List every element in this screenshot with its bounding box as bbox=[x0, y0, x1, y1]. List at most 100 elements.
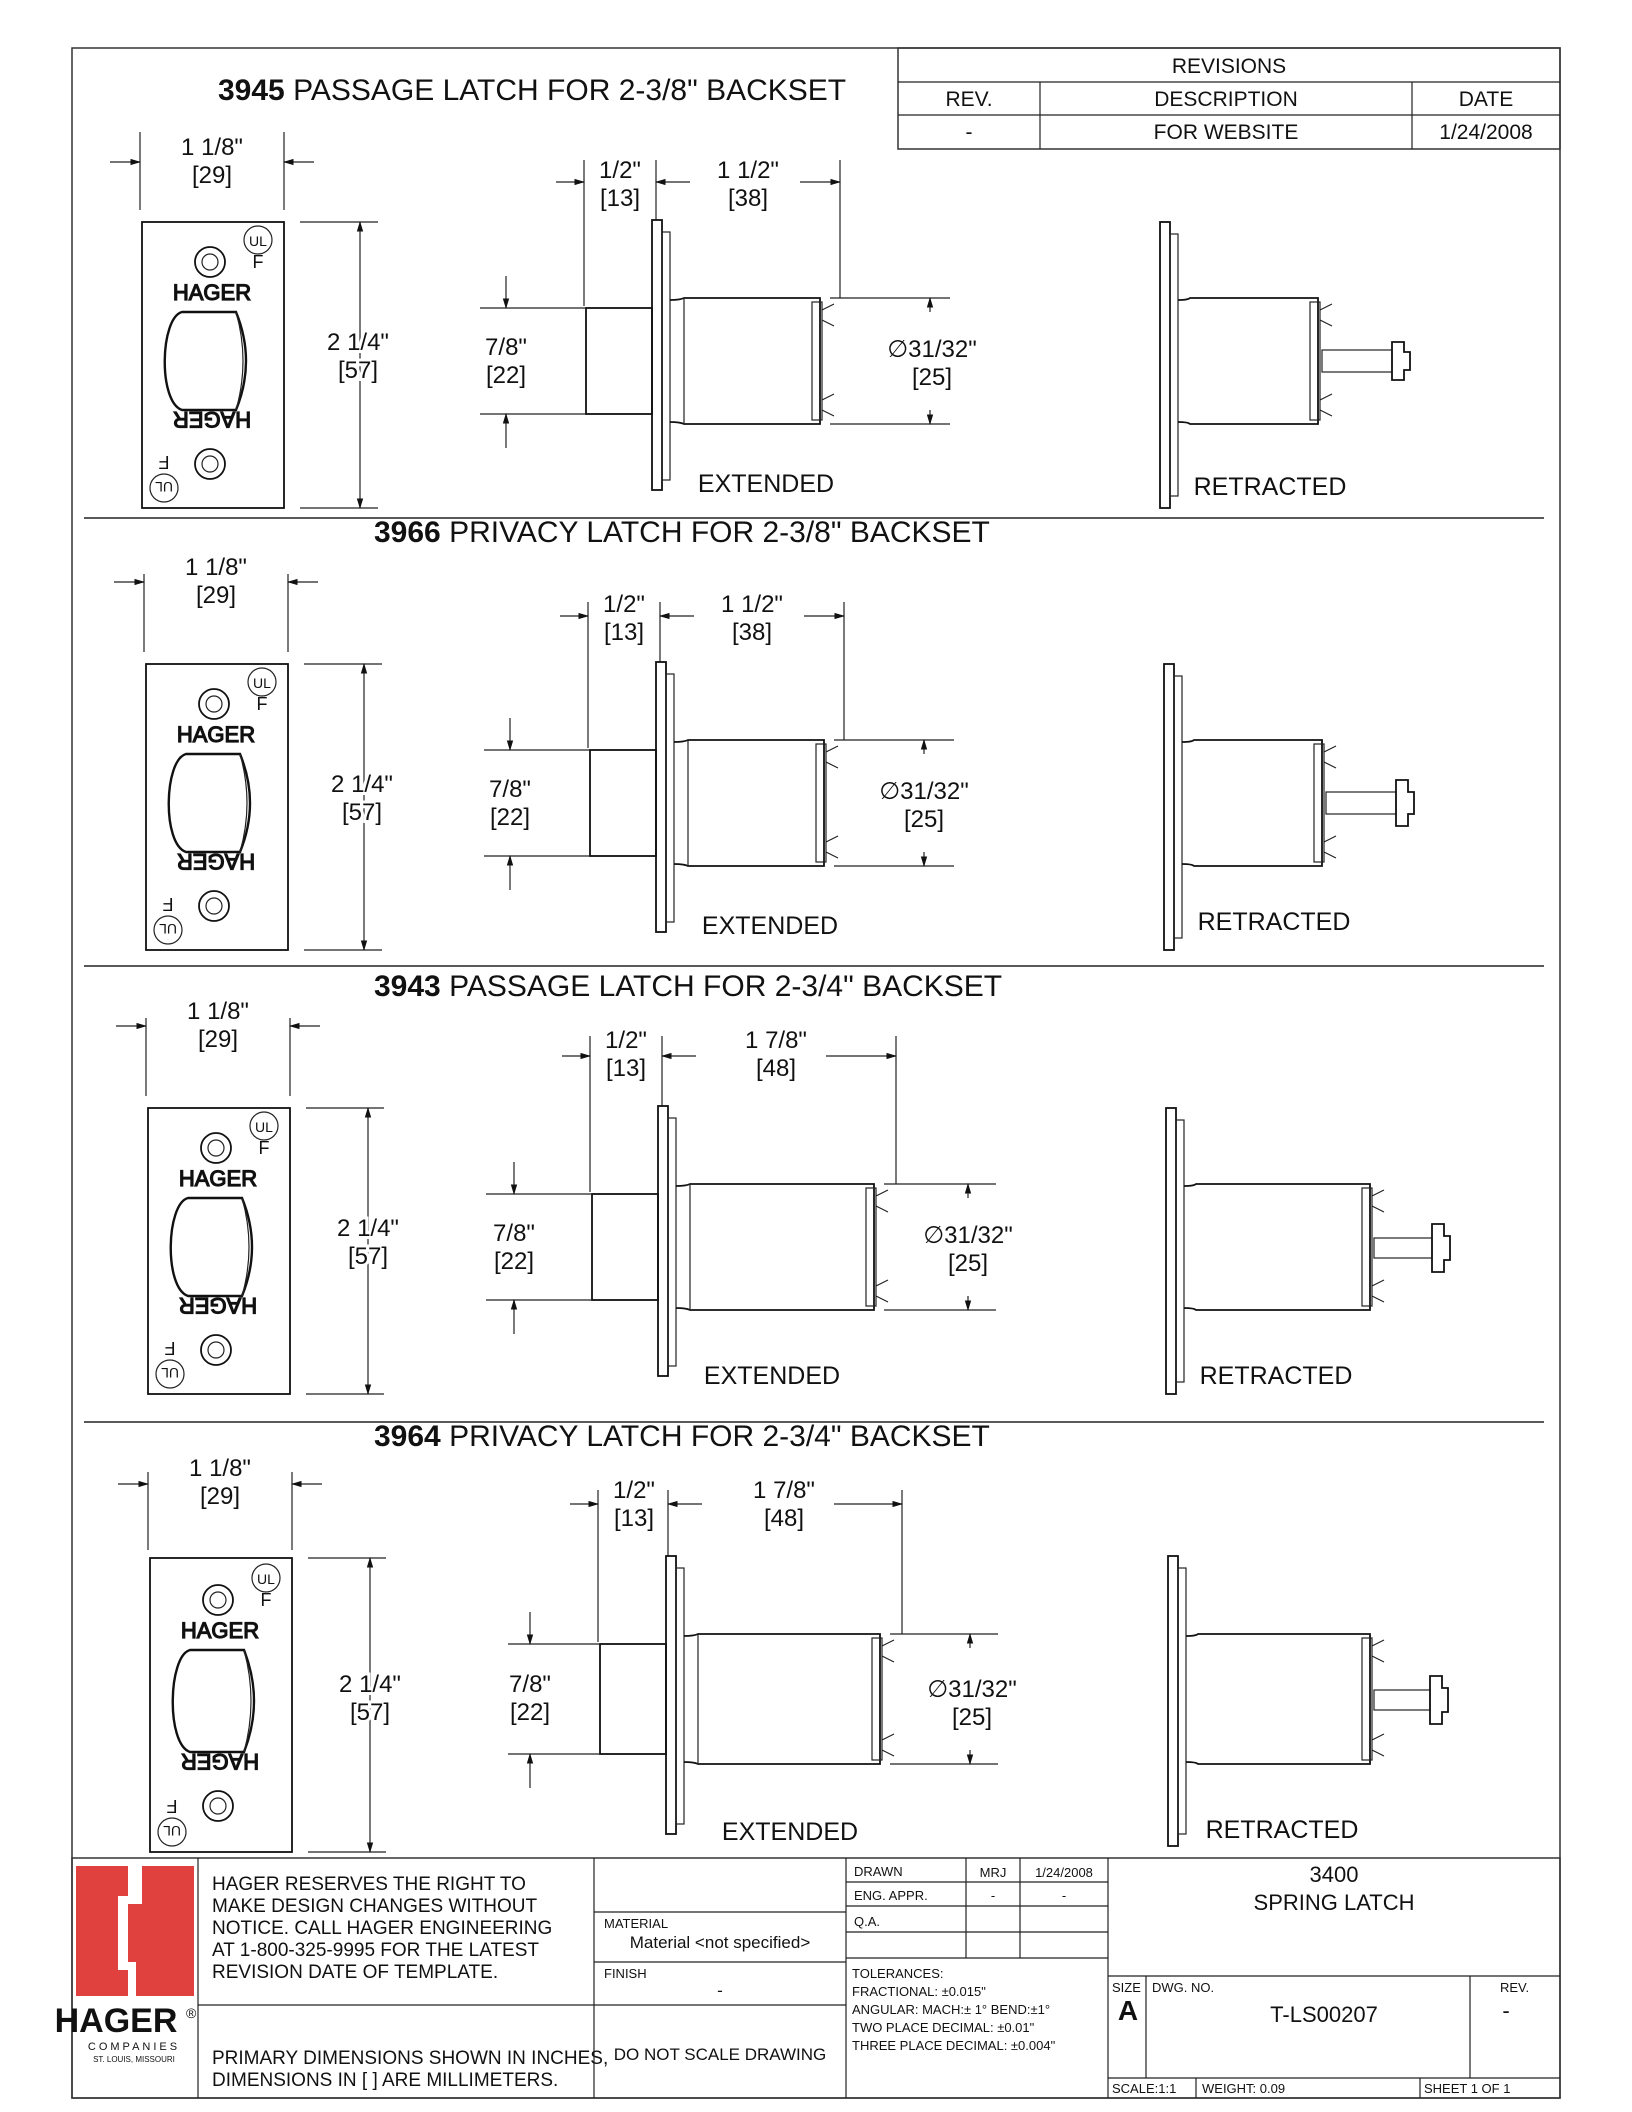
fire-mark: F bbox=[165, 1338, 176, 1358]
ul-mark-text: UL bbox=[155, 479, 173, 495]
logo-reg: ® bbox=[186, 2005, 197, 2021]
plate-width-mm: [29] bbox=[196, 582, 236, 609]
faceplate-offset-dim: 1/2" bbox=[605, 1027, 647, 1054]
revisions-title: REVISIONS bbox=[1172, 55, 1286, 78]
retracted-stem bbox=[1321, 349, 1393, 373]
ul-mark-icon bbox=[149, 473, 179, 503]
ul-mark-text: UL bbox=[255, 1119, 273, 1135]
section-description: PASSAGE LATCH FOR 2-3/8" BACKSET bbox=[285, 74, 846, 107]
bolt-height-dim: 7/8" bbox=[493, 1220, 535, 1247]
plate-width-dim: 1 1/8" bbox=[181, 134, 243, 161]
faceplate-offset-dim: 1/2" bbox=[603, 591, 645, 618]
body-diameter-dim: ∅31/32" bbox=[923, 1222, 1012, 1249]
rev-value: - bbox=[966, 121, 973, 144]
date-header: DATE bbox=[1459, 88, 1513, 111]
brand-text: HAGER bbox=[177, 722, 255, 747]
do-not-scale: DO NOT SCALE DRAWING bbox=[614, 2045, 827, 2064]
ul-mark-text: UL bbox=[257, 1571, 275, 1587]
retracted-label: RETRACTED bbox=[1194, 473, 1347, 501]
extended-label: EXTENDED bbox=[698, 470, 834, 498]
brand-text: HAGER bbox=[173, 280, 251, 305]
plate-height-mm: [57] bbox=[338, 357, 378, 384]
body-length-dim: 1 1/2" bbox=[717, 157, 779, 184]
body-diameter-mm: [25] bbox=[948, 1250, 988, 1277]
tolerance-line: TWO PLACE DECIMAL: ±0.01" bbox=[852, 2020, 1035, 2035]
notice-line: HAGER RESERVES THE RIGHT TO bbox=[212, 1874, 526, 1895]
faceplate-offset-mm: [13] bbox=[600, 185, 640, 212]
bolt-height-dim: 7/8" bbox=[509, 1671, 551, 1698]
section-description: PRIVACY LATCH FOR 2-3/4" BACKSET bbox=[441, 1420, 990, 1453]
faceplate-offset-mm: [13] bbox=[606, 1055, 646, 1082]
bolt-height-dim: 7/8" bbox=[485, 334, 527, 361]
retracted-stem bbox=[1325, 791, 1397, 815]
latch-bolt-face bbox=[167, 752, 252, 854]
model-number: 3966 bbox=[374, 516, 441, 549]
latch-section-3964: 3964 PRIVACY LATCH FOR 2-3/4" BACKSET 1 … bbox=[118, 1420, 1449, 1854]
date-value: 1/24/2008 bbox=[1439, 121, 1532, 144]
latch-bolt bbox=[591, 1193, 659, 1301]
body-length-dim: 1 1/2" bbox=[721, 591, 783, 618]
finish-label: FINISH bbox=[604, 1966, 647, 1981]
drawn-label: DRAWN bbox=[854, 1864, 903, 1879]
body-diameter-mm: [25] bbox=[952, 1704, 992, 1731]
brand-text-inverted: HAGER bbox=[179, 1293, 257, 1318]
faceplate-offset-dim: 1/2" bbox=[613, 1477, 655, 1504]
brand-text-inverted: HAGER bbox=[181, 1749, 259, 1774]
fire-mark: F bbox=[259, 1138, 270, 1158]
section-title: 3943 PASSAGE LATCH FOR 2-3/4" BACKSET bbox=[374, 970, 1002, 1003]
fire-mark: F bbox=[163, 894, 174, 914]
size-label: SIZE bbox=[1112, 1980, 1141, 1995]
ul-mark-icon bbox=[249, 1111, 279, 1141]
model-number: 3945 bbox=[218, 74, 285, 107]
scale: SCALE:1:1 bbox=[1112, 2081, 1176, 2096]
notice-line: NOTICE. CALL HAGER ENGINEERING bbox=[212, 1918, 552, 1939]
front-plate bbox=[651, 219, 663, 491]
latch-body bbox=[669, 297, 821, 425]
faceplate-view: 1 1/8" [29] UL F HAGER HAGER UL F 2 1/4"… bbox=[110, 132, 392, 510]
sheet-border bbox=[71, 47, 1561, 2099]
eng-appr-label: ENG. APPR. bbox=[854, 1888, 928, 1903]
extended-view: 1/2" [13] 1 1/2" [38] ∅31/32" [25] 7/8" … bbox=[484, 591, 969, 940]
brand-text: HAGER bbox=[179, 1166, 257, 1191]
logo-name: HAGER bbox=[55, 2002, 178, 2040]
bolt-height-dim: 7/8" bbox=[489, 776, 531, 803]
faceplate-offset-mm: [13] bbox=[604, 619, 644, 646]
eng-appr-date: - bbox=[1062, 1888, 1066, 1903]
retracted-label: RETRACTED bbox=[1200, 1362, 1353, 1390]
front-plate bbox=[657, 1105, 669, 1377]
logo-companies: COMPANIES bbox=[88, 2041, 180, 2053]
dwg-no-label: DWG. NO. bbox=[1152, 1980, 1214, 1995]
screw-hole-top bbox=[198, 688, 230, 720]
faceplate bbox=[149, 1557, 293, 1853]
body-length-mm: [38] bbox=[728, 185, 768, 212]
extended-label: EXTENDED bbox=[704, 1362, 840, 1390]
fire-mark: F bbox=[261, 1590, 272, 1610]
material-value: Material <not specified> bbox=[630, 1933, 811, 1952]
title-block: HAGER ® COMPANIES ST. LOUIS, MISSOURI HA… bbox=[55, 1857, 1561, 2099]
ul-mark-icon bbox=[251, 1563, 281, 1593]
rev-value: - bbox=[1502, 1998, 1509, 2023]
faceplate bbox=[145, 663, 289, 951]
fire-mark: F bbox=[253, 252, 264, 272]
plate-height-mm: [57] bbox=[342, 799, 382, 826]
units-note: DIMENSIONS IN [ ] ARE MILLIMETERS. bbox=[212, 2070, 558, 2091]
extended-label: EXTENDED bbox=[702, 912, 838, 940]
fire-mark: F bbox=[159, 452, 170, 472]
body-length-dim: 1 7/8" bbox=[745, 1027, 807, 1054]
section-description: PRIVACY LATCH FOR 2-3/8" BACKSET bbox=[441, 516, 990, 549]
notice-line: MAKE DESIGN CHANGES WITHOUT bbox=[212, 1896, 538, 1917]
latch-body bbox=[683, 1633, 881, 1765]
logo-city: ST. LOUIS, MISSOURI bbox=[93, 2055, 175, 2064]
tolerance-line: FRACTIONAL: ±0.015" bbox=[852, 1984, 986, 1999]
screw-hole-top bbox=[200, 1132, 232, 1164]
plate-height-dim: 2 1/4" bbox=[327, 329, 389, 356]
ul-mark-text: UL bbox=[159, 921, 177, 937]
plate-height-dim: 2 1/4" bbox=[331, 771, 393, 798]
plate-height-mm: [57] bbox=[348, 1243, 388, 1270]
extended-view: 1/2" [13] 1 7/8" [48] ∅31/32" [25] 7/8" … bbox=[486, 1027, 1013, 1390]
bolt-height-mm: [22] bbox=[510, 1699, 550, 1726]
model-number: 3943 bbox=[374, 970, 441, 1003]
ul-mark-icon bbox=[153, 915, 183, 945]
retracted-label: RETRACTED bbox=[1198, 908, 1351, 936]
